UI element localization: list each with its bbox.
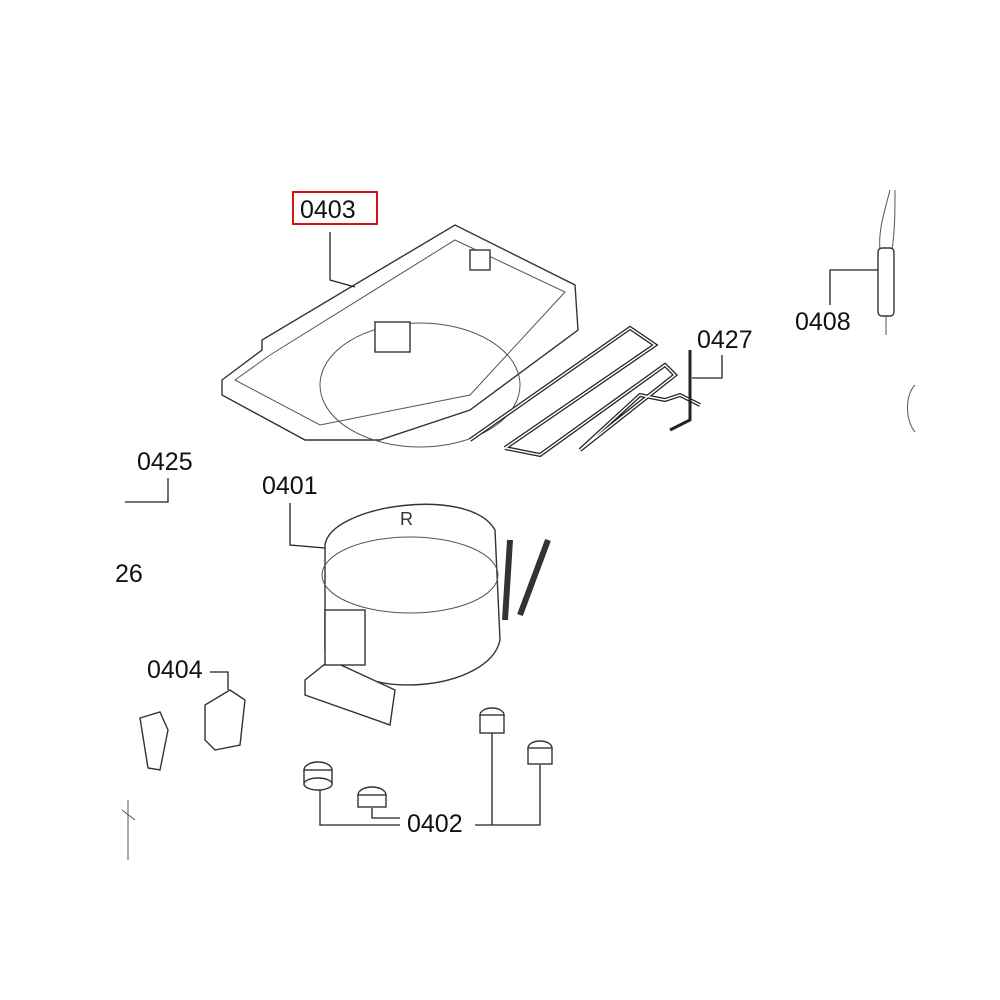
label-0402[interactable]: 0402 — [407, 810, 463, 838]
label-0425[interactable]: 0425 — [137, 448, 193, 476]
part-0402-grommets[interactable] — [303, 707, 553, 808]
highlight-box — [292, 191, 378, 225]
part-0403-drip-tray[interactable] — [221, 224, 579, 448]
label-0426-partial[interactable]: 26 — [115, 560, 143, 588]
partial-part-edge — [907, 384, 916, 433]
leader-0427 — [692, 355, 723, 379]
leader-0425 — [125, 478, 169, 503]
label-0401[interactable]: 0401 — [262, 472, 318, 500]
label-0408[interactable]: 0408 — [795, 308, 851, 336]
label-0403[interactable]: 0403 — [300, 196, 356, 224]
leader-0402 — [319, 733, 541, 826]
leader-0401 — [289, 503, 326, 549]
leader-0403 — [329, 232, 356, 288]
compressor-mark: R — [400, 509, 413, 529]
leader-0404 — [210, 671, 229, 690]
leader-0408 — [829, 269, 878, 305]
part-0401-compressor[interactable]: R — [304, 503, 551, 726]
part-0408-sensor[interactable] — [877, 189, 896, 335]
label-0427[interactable]: 0427 — [697, 326, 753, 354]
partial-part-edge-left — [121, 800, 136, 860]
part-0427-heater-wire[interactable] — [468, 325, 701, 458]
part-0404-relay[interactable] — [139, 689, 246, 771]
label-0404[interactable]: 0404 — [147, 656, 203, 684]
